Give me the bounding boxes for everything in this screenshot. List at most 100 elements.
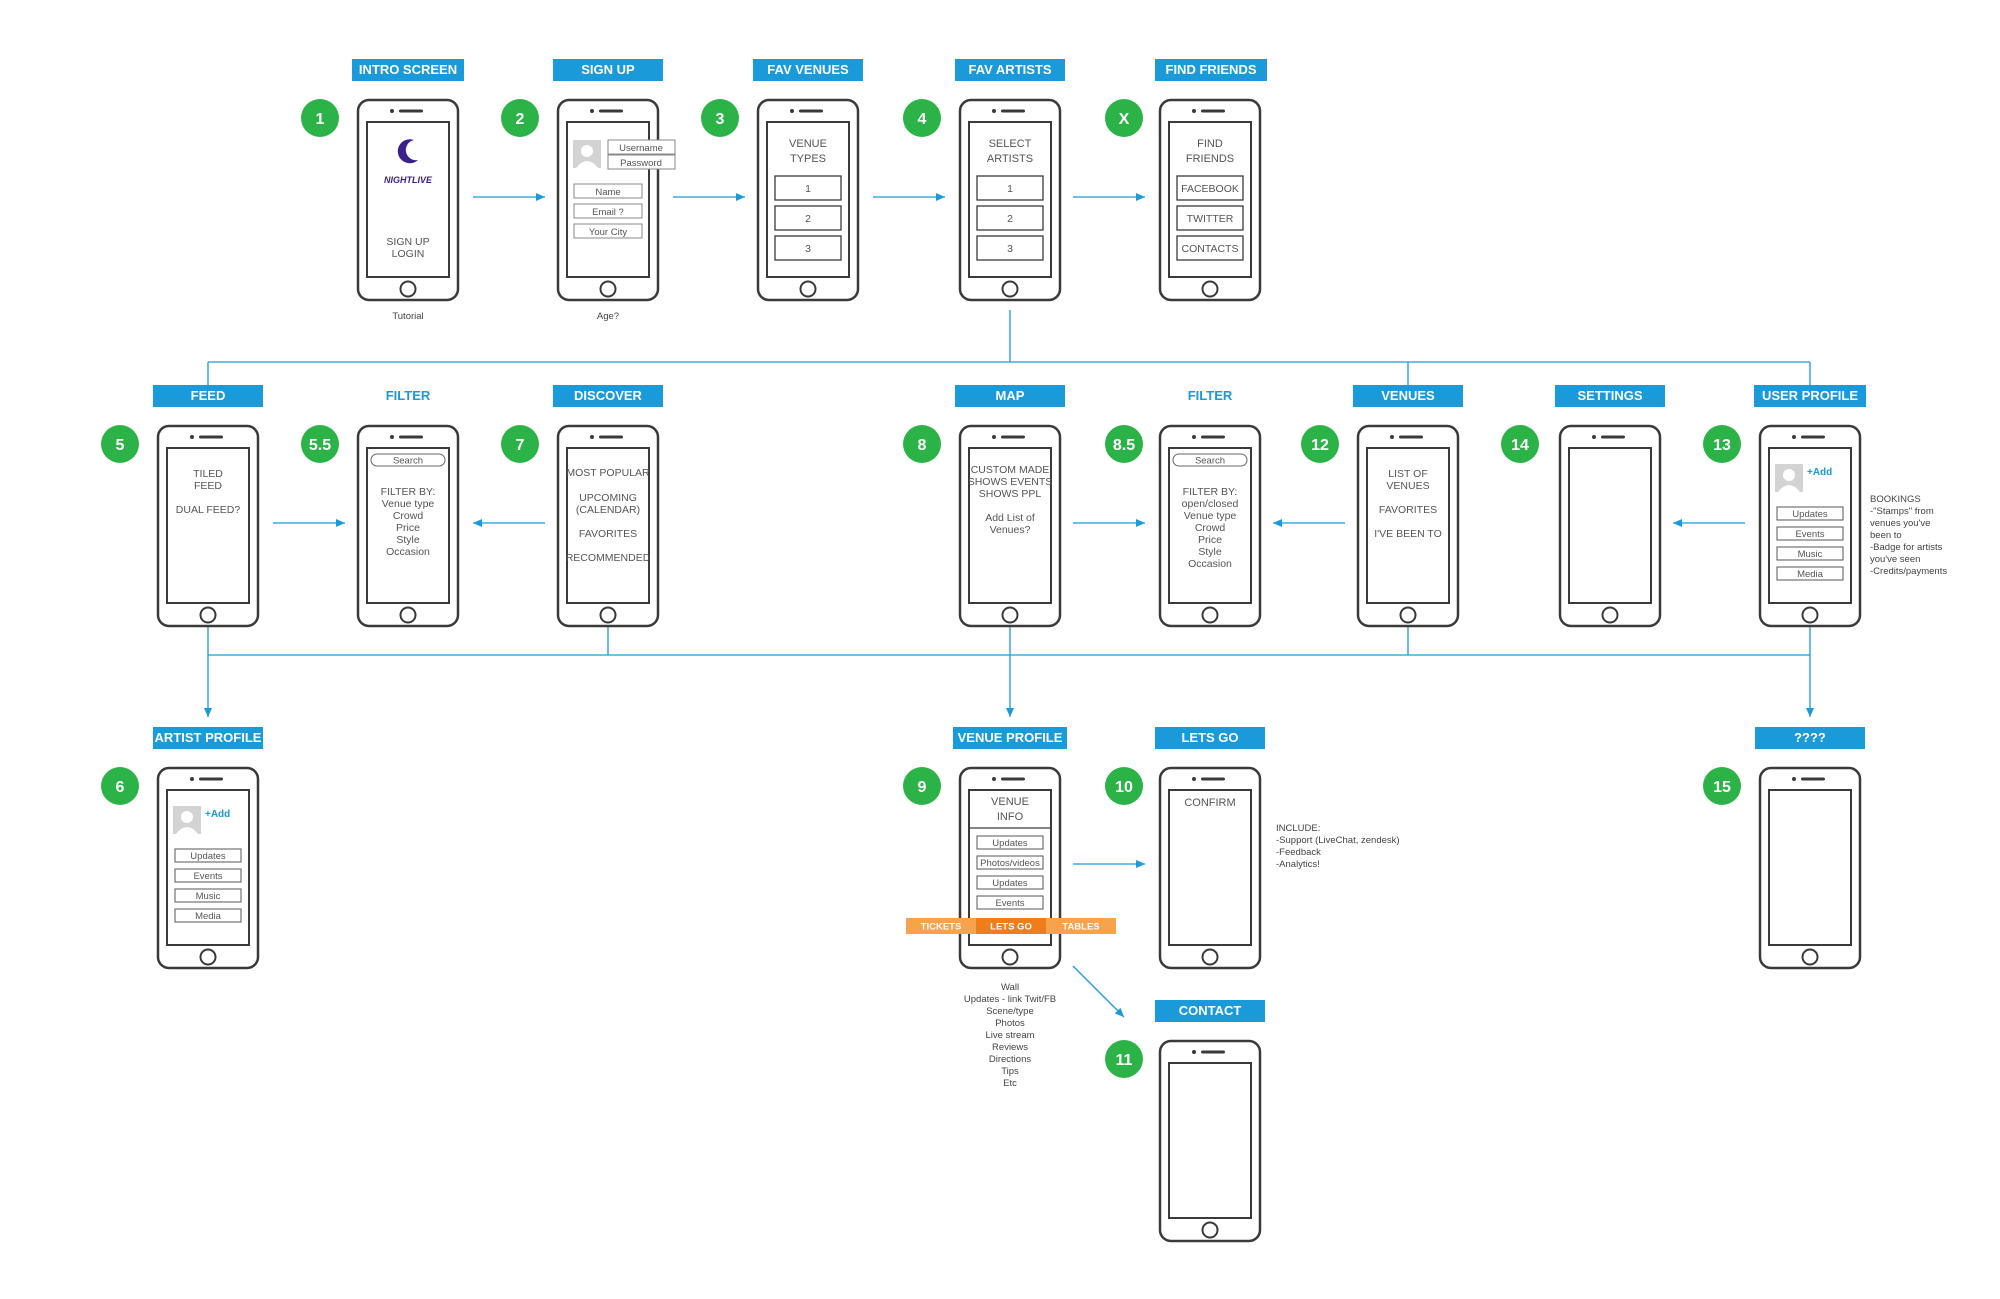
svg-text:I'VE BEEN TO: I'VE BEEN TO	[1374, 528, 1442, 540]
svg-text:RECOMMENDED: RECOMMENDED	[566, 552, 651, 564]
svg-text:-Analytics!: -Analytics!	[1276, 859, 1320, 870]
svg-text:Crowd: Crowd	[393, 510, 424, 522]
intro-signup-text: SIGN UP	[386, 236, 429, 248]
artist-option-3	[976, 235, 1044, 261]
svg-text:DUAL FEED?: DUAL FEED?	[176, 504, 241, 516]
name-field	[573, 183, 643, 199]
artist-option-1	[976, 175, 1044, 201]
svg-text:VENUE: VENUE	[991, 796, 1029, 808]
intro-step-number: 1	[316, 111, 325, 128]
svg-text:venues you've: venues you've	[1870, 518, 1930, 529]
app-logo-text: NIGHTLIVE	[384, 175, 433, 185]
screen-fav-artists: FAV ARTISTS 4 SELECT ARTISTS 1 2 3	[903, 59, 1065, 302]
svg-text:CONTACTS: CONTACTS	[1182, 243, 1239, 255]
svg-text:you've seen: you've seen	[1870, 554, 1920, 565]
intro-label-bg	[352, 59, 464, 81]
svg-text:(CALENDAR): (CALENDAR)	[576, 504, 640, 516]
discover-label: DISCOVER	[574, 388, 643, 403]
svg-text:14: 14	[1511, 437, 1529, 454]
svg-text:Style: Style	[396, 534, 420, 546]
screen-find-friends: FIND FRIENDS X FIND FRIENDS FACEBOOK TWI…	[1105, 59, 1267, 302]
user-add-link: +Add	[1807, 467, 1832, 478]
svg-text:Music: Music	[196, 891, 221, 902]
screen-signup: SIGN UP 2 Username Password Name Email ?…	[501, 59, 676, 322]
tab-lets-go	[976, 918, 1046, 934]
svg-text:4: 4	[918, 111, 927, 128]
facebook-option	[1176, 175, 1244, 201]
screen-intro: INTRO SCREEN 1 NIGHTLIVE SIGN UP LOGIN T…	[301, 59, 464, 322]
fav-artists-label: FAV ARTISTS	[968, 62, 1051, 77]
svg-text:FACEBOOK: FACEBOOK	[1181, 183, 1239, 195]
svg-text:TICKETS: TICKETS	[921, 922, 962, 933]
svg-text:LETS GO: LETS GO	[990, 922, 1032, 933]
svg-text:Updates: Updates	[1792, 509, 1828, 520]
svg-text:Photos: Photos	[995, 1018, 1025, 1029]
svg-text:11: 11	[1116, 1052, 1133, 1069]
svg-text:FILTER BY:: FILTER BY:	[1183, 486, 1238, 498]
settings-label: SETTINGS	[1577, 388, 1642, 403]
venue-option-1	[774, 175, 842, 201]
screen-fav-venues: FAV VENUES 3 VENUE TYPES 1 2 3	[701, 59, 863, 302]
svg-text:Style: Style	[1198, 546, 1222, 558]
svg-text:8: 8	[918, 437, 927, 454]
svg-text:X: X	[1119, 111, 1130, 128]
svg-text:Venue type: Venue type	[1184, 510, 1237, 522]
intro-label: INTRO SCREEN	[359, 62, 457, 77]
svg-text:FIND: FIND	[1197, 138, 1223, 150]
svg-text:open/closed: open/closed	[1182, 498, 1239, 510]
svg-text:FEED: FEED	[194, 480, 222, 492]
svg-text:SELECT: SELECT	[989, 138, 1032, 150]
svg-text:BOOKINGS: BOOKINGS	[1870, 494, 1921, 505]
screen-filter-feed: FILTER 5.5 Search FILTER BY: Venue type …	[301, 388, 460, 628]
svg-text:ARTISTS: ARTISTS	[987, 153, 1033, 165]
svg-text:CONFIRM: CONFIRM	[1184, 797, 1235, 809]
svg-text:VENUE: VENUE	[789, 138, 827, 150]
svg-text:1: 1	[1007, 183, 1013, 195]
svg-text:Search: Search	[393, 456, 423, 467]
svg-text:LIST OF: LIST OF	[1388, 468, 1427, 480]
svg-text:-Feedback: -Feedback	[1276, 847, 1321, 858]
arrow-venue-to-contact	[1072, 965, 1125, 1018]
screen-lets-go: LETS GO 10 CONFIRM INCLUDE: -Support (Li…	[1105, 727, 1400, 970]
svg-text:9: 9	[918, 779, 927, 796]
svg-text:3: 3	[716, 111, 725, 128]
intro-caption: Tutorial	[392, 311, 423, 322]
svg-text:FAVORITES: FAVORITES	[579, 528, 637, 540]
tab-tables	[1046, 918, 1116, 934]
svg-text:UPCOMING: UPCOMING	[579, 492, 637, 504]
signup-caption: Age?	[597, 311, 619, 322]
svg-text:MOST POPULAR: MOST POPULAR	[566, 467, 650, 479]
svg-text:Scene/type: Scene/type	[986, 1006, 1034, 1017]
venue-profile-label: VENUE PROFILE	[958, 730, 1063, 745]
artist-avatar-icon	[173, 806, 201, 834]
screen-venue-profile: VENUE PROFILE 9 VENUE INFO Updates Photo…	[903, 727, 1116, 1089]
svg-text:Add List of: Add List of	[985, 512, 1035, 524]
username-field	[607, 139, 676, 155]
svg-text:Updates: Updates	[992, 878, 1028, 889]
svg-text:SHOWS PPL: SHOWS PPL	[979, 488, 1042, 500]
lets-go-label: LETS GO	[1181, 730, 1238, 745]
svg-text:VENUES: VENUES	[1386, 480, 1429, 492]
svg-text:15: 15	[1713, 779, 1731, 796]
screen-filter-map: FILTER 8.5 Search FILTER BY: open/closed…	[1105, 388, 1262, 628]
unknown-label: ????	[1794, 730, 1826, 745]
svg-text:FILTER BY:: FILTER BY:	[381, 486, 436, 498]
svg-text:Updates: Updates	[190, 851, 226, 862]
artist-add-link: +Add	[205, 809, 230, 820]
signup-label: SIGN UP	[581, 62, 635, 77]
contact-label: CONTACT	[1179, 1003, 1242, 1018]
svg-text:1: 1	[805, 183, 811, 195]
svg-text:Occasion: Occasion	[1188, 558, 1232, 570]
venue-option-3	[774, 235, 842, 261]
fav-venues-label: FAV VENUES	[767, 62, 849, 77]
svg-text:Price: Price	[1198, 534, 1222, 546]
screen-map: MAP 8 CUSTOM MADE SHOWS EVENTS SHOWS PPL…	[903, 385, 1065, 628]
svg-text:5: 5	[116, 437, 125, 454]
svg-text:Live stream: Live stream	[985, 1030, 1034, 1041]
city-field	[573, 223, 643, 239]
screen-artist-profile: ARTIST PROFILE 6 +Add Updates Events Mus…	[101, 727, 263, 970]
feed-label: FEED	[191, 388, 226, 403]
signup-avatar-icon	[573, 140, 601, 168]
svg-text:been to: been to	[1870, 530, 1902, 541]
